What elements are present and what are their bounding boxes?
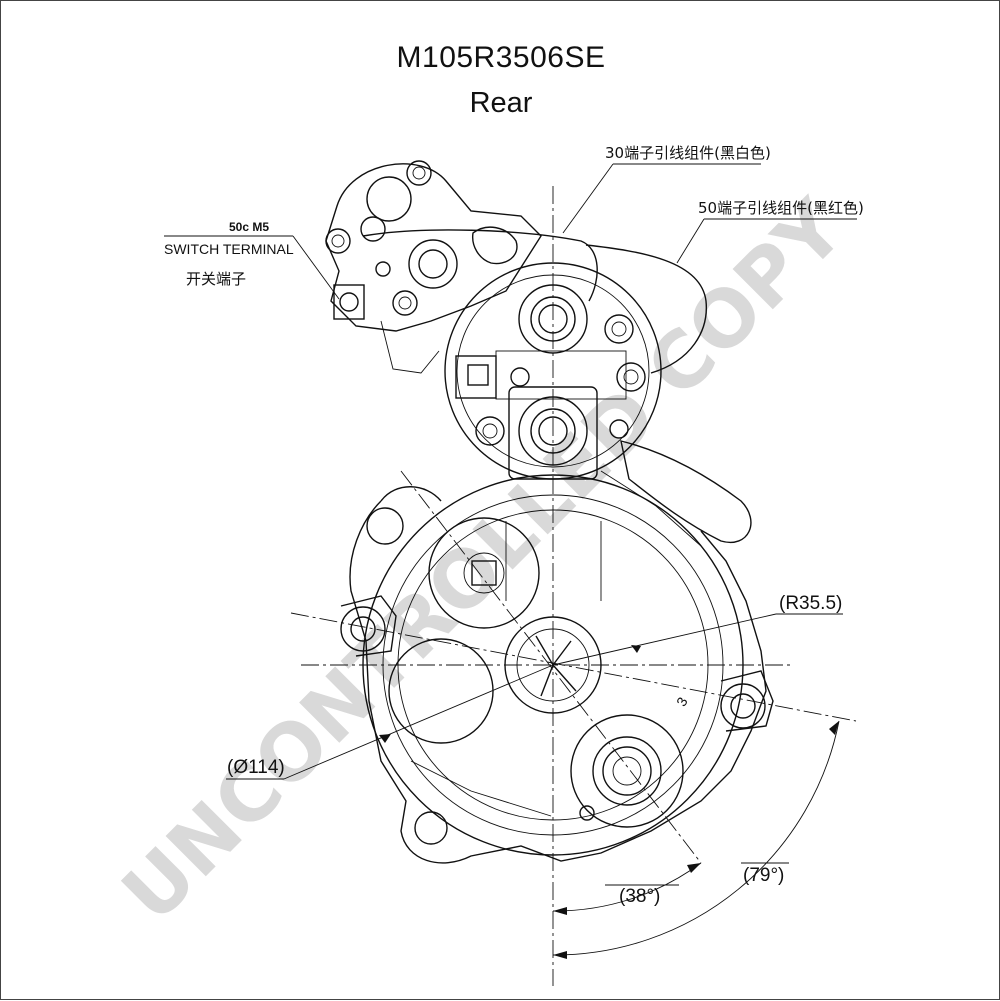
angle-79-label: (79°) [743, 865, 784, 886]
small-angle-mark: 3 [673, 694, 691, 709]
callout-terminal-30-label: 30端子引线组件(黑白色) [605, 144, 771, 162]
switch-terminal-bracket [325, 160, 542, 374]
callout-terminal-30: 30端子引线组件(黑白色) [562, 144, 771, 234]
dimension-radius: (R35.5) [552, 593, 843, 666]
angle-38-label: (38°) [619, 886, 660, 907]
callout-terminal-50-label: 50端子引线组件(黑红色) [698, 199, 864, 217]
dimension-angle-38: (38°) [552, 862, 702, 915]
dimension-diameter-label: (Ø114) [227, 757, 285, 778]
terminal-30-lead-wire [362, 229, 598, 302]
switch-terminal-label: SWITCH TERMINAL [164, 241, 294, 257]
dimension-diameter: (Ø114) [226, 664, 554, 780]
callout-terminal-50: 50端子引线组件(黑红色) [676, 199, 864, 264]
dimension-angle-79: (79°) [552, 720, 840, 959]
view-label: Rear [469, 87, 533, 119]
switch-terminal-spec: 50c M5 [229, 220, 269, 234]
motor-end-frame [340, 474, 774, 864]
switch-terminal-label-cn: 开关端子 [186, 270, 246, 288]
callout-switch-terminal: 50c M5 SWITCH TERMINAL 开关端子 [164, 220, 340, 300]
terminal-50-lead-wire [585, 244, 707, 374]
diagonal-centerline-b [400, 470, 702, 864]
solenoid-cap [444, 262, 752, 547]
part-number-title: M105R3506SE [396, 41, 606, 74]
dimension-radius-label: (R35.5) [779, 593, 842, 614]
